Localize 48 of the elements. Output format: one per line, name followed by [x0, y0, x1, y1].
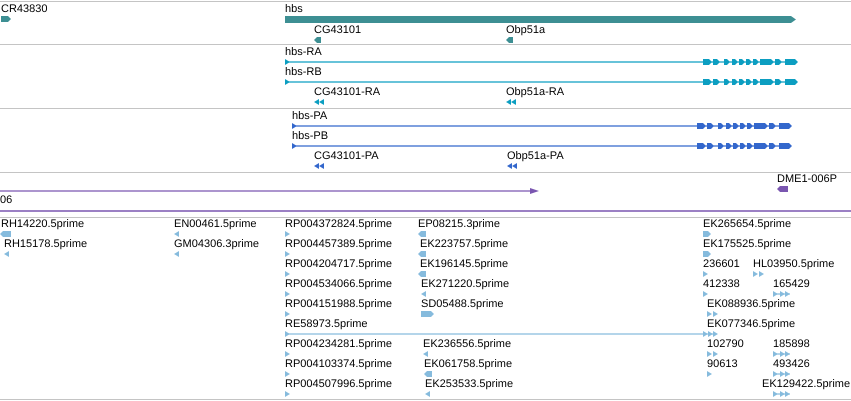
feature-label: RE58973.5prime	[285, 318, 368, 331]
feature-label: 236601	[703, 258, 740, 271]
feature-label: 102790	[707, 338, 744, 351]
feature-label: SD05488.5prime	[421, 298, 504, 311]
feature-label: CG43101-PA	[314, 150, 379, 163]
feature-label: hbs-RB	[285, 66, 322, 79]
feature-label: EK088936.5prime	[707, 298, 796, 311]
feature-label: GM04306.3prime	[174, 238, 259, 251]
feature-label: 165429	[773, 278, 810, 291]
feature-label: hbs-PB	[292, 130, 328, 143]
feature-label: RH15178.5prime	[4, 238, 88, 251]
feature-label: hbs-RA	[285, 46, 322, 59]
feature-label: EK077346.5prime	[707, 318, 796, 331]
feature-label: RP004234281.5prime	[285, 338, 392, 351]
feature-label: EK129422.5prime	[762, 378, 850, 391]
feature-label: CG43101-RA	[314, 86, 380, 99]
feature-label: RP004204717.5prime	[285, 258, 392, 271]
feature-label: EK271220.5prime	[421, 278, 510, 291]
feature-label: 06	[0, 194, 12, 207]
feature-label: RP004103374.5prime	[285, 358, 392, 371]
feature-label: RP004151988.5prime	[285, 298, 392, 311]
feature-label: CG43101	[314, 24, 362, 37]
feature-label: EK265654.5prime	[703, 218, 792, 231]
feature-label: hbs	[285, 3, 303, 16]
feature-label: EP08215.3prime	[418, 218, 500, 231]
feature-label: 90613	[707, 358, 738, 371]
feature-label: EK236556.5prime	[423, 338, 512, 351]
feature-label: RP004457389.5prime	[285, 238, 392, 251]
feature-label: HL03950.5prime	[753, 258, 834, 271]
feature-label: EK061758.5prime	[424, 358, 512, 371]
feature-label: EK223757.5prime	[420, 238, 508, 251]
feature-label: Obp51a	[506, 24, 546, 37]
feature-label: EK175525.5prime	[703, 238, 792, 251]
feature-label: EK196145.5prime	[420, 258, 508, 271]
feature-label: RH14220.5prime	[1, 218, 84, 231]
feature-label: CR43830	[1, 3, 48, 16]
feature-label: 185898	[773, 338, 810, 351]
feature-label: Obp51a-RA	[506, 86, 564, 99]
feature-label: EK253533.5prime	[425, 378, 514, 391]
feature-label: hbs-PA	[292, 110, 328, 123]
feature-label: 412338	[703, 278, 740, 291]
feature-label: DME1-006P	[777, 173, 837, 186]
feature-label: EN00461.5prime	[174, 218, 257, 231]
feature-label: RP004534066.5prime	[285, 278, 392, 291]
feature-label: RP004372824.5prime	[285, 218, 392, 231]
feature-label: 493426	[773, 358, 810, 371]
feature-label: Obp51a-PA	[507, 150, 564, 163]
feature-label: RP004507996.5prime	[285, 378, 392, 391]
